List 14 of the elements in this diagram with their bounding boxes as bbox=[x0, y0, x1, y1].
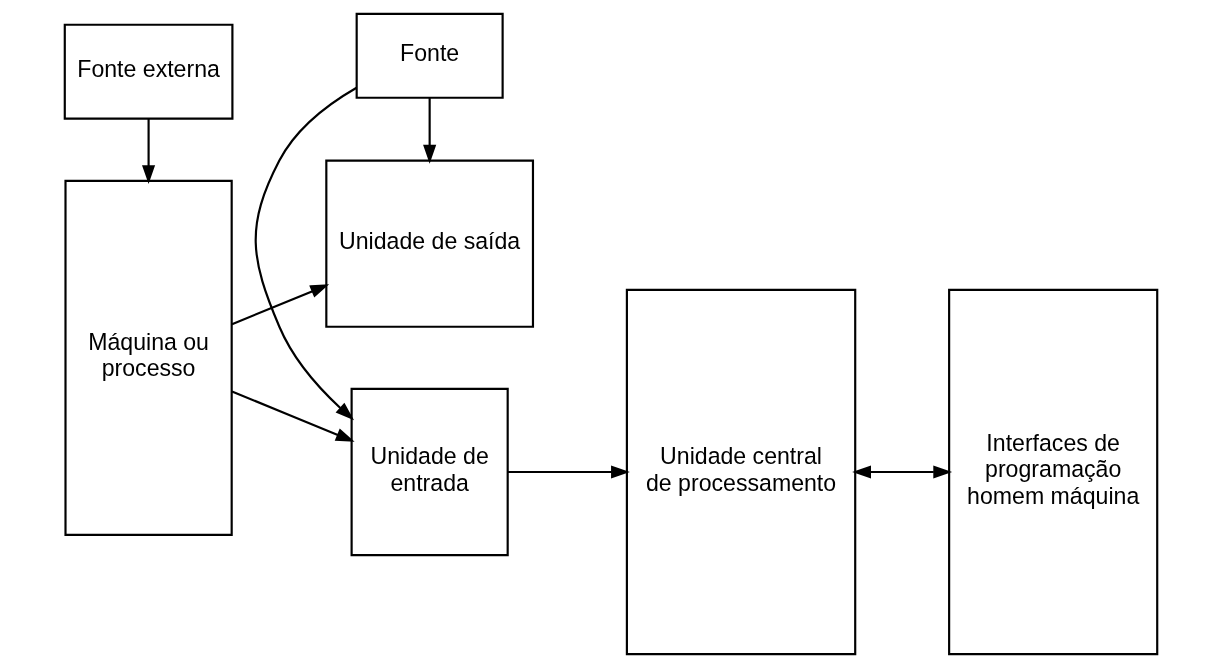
arrow bbox=[852, 465, 953, 479]
arrow bbox=[507, 465, 630, 479]
node-box: Interfaces de programação homem máquina bbox=[948, 288, 1159, 656]
node-box: Unidade de entrada bbox=[350, 387, 509, 557]
arrow bbox=[231, 284, 330, 326]
node-box: Unidade central de processamento bbox=[625, 288, 857, 656]
arrow bbox=[254, 86, 358, 421]
arrow bbox=[142, 119, 156, 184]
arrow bbox=[423, 97, 437, 164]
node-box: Fonte externa bbox=[63, 23, 234, 120]
node-box: Máquina ou processo bbox=[64, 179, 233, 536]
node-box: Unidade de saída bbox=[325, 159, 535, 328]
node-box: Fonte bbox=[355, 12, 504, 99]
arrow bbox=[231, 390, 355, 442]
